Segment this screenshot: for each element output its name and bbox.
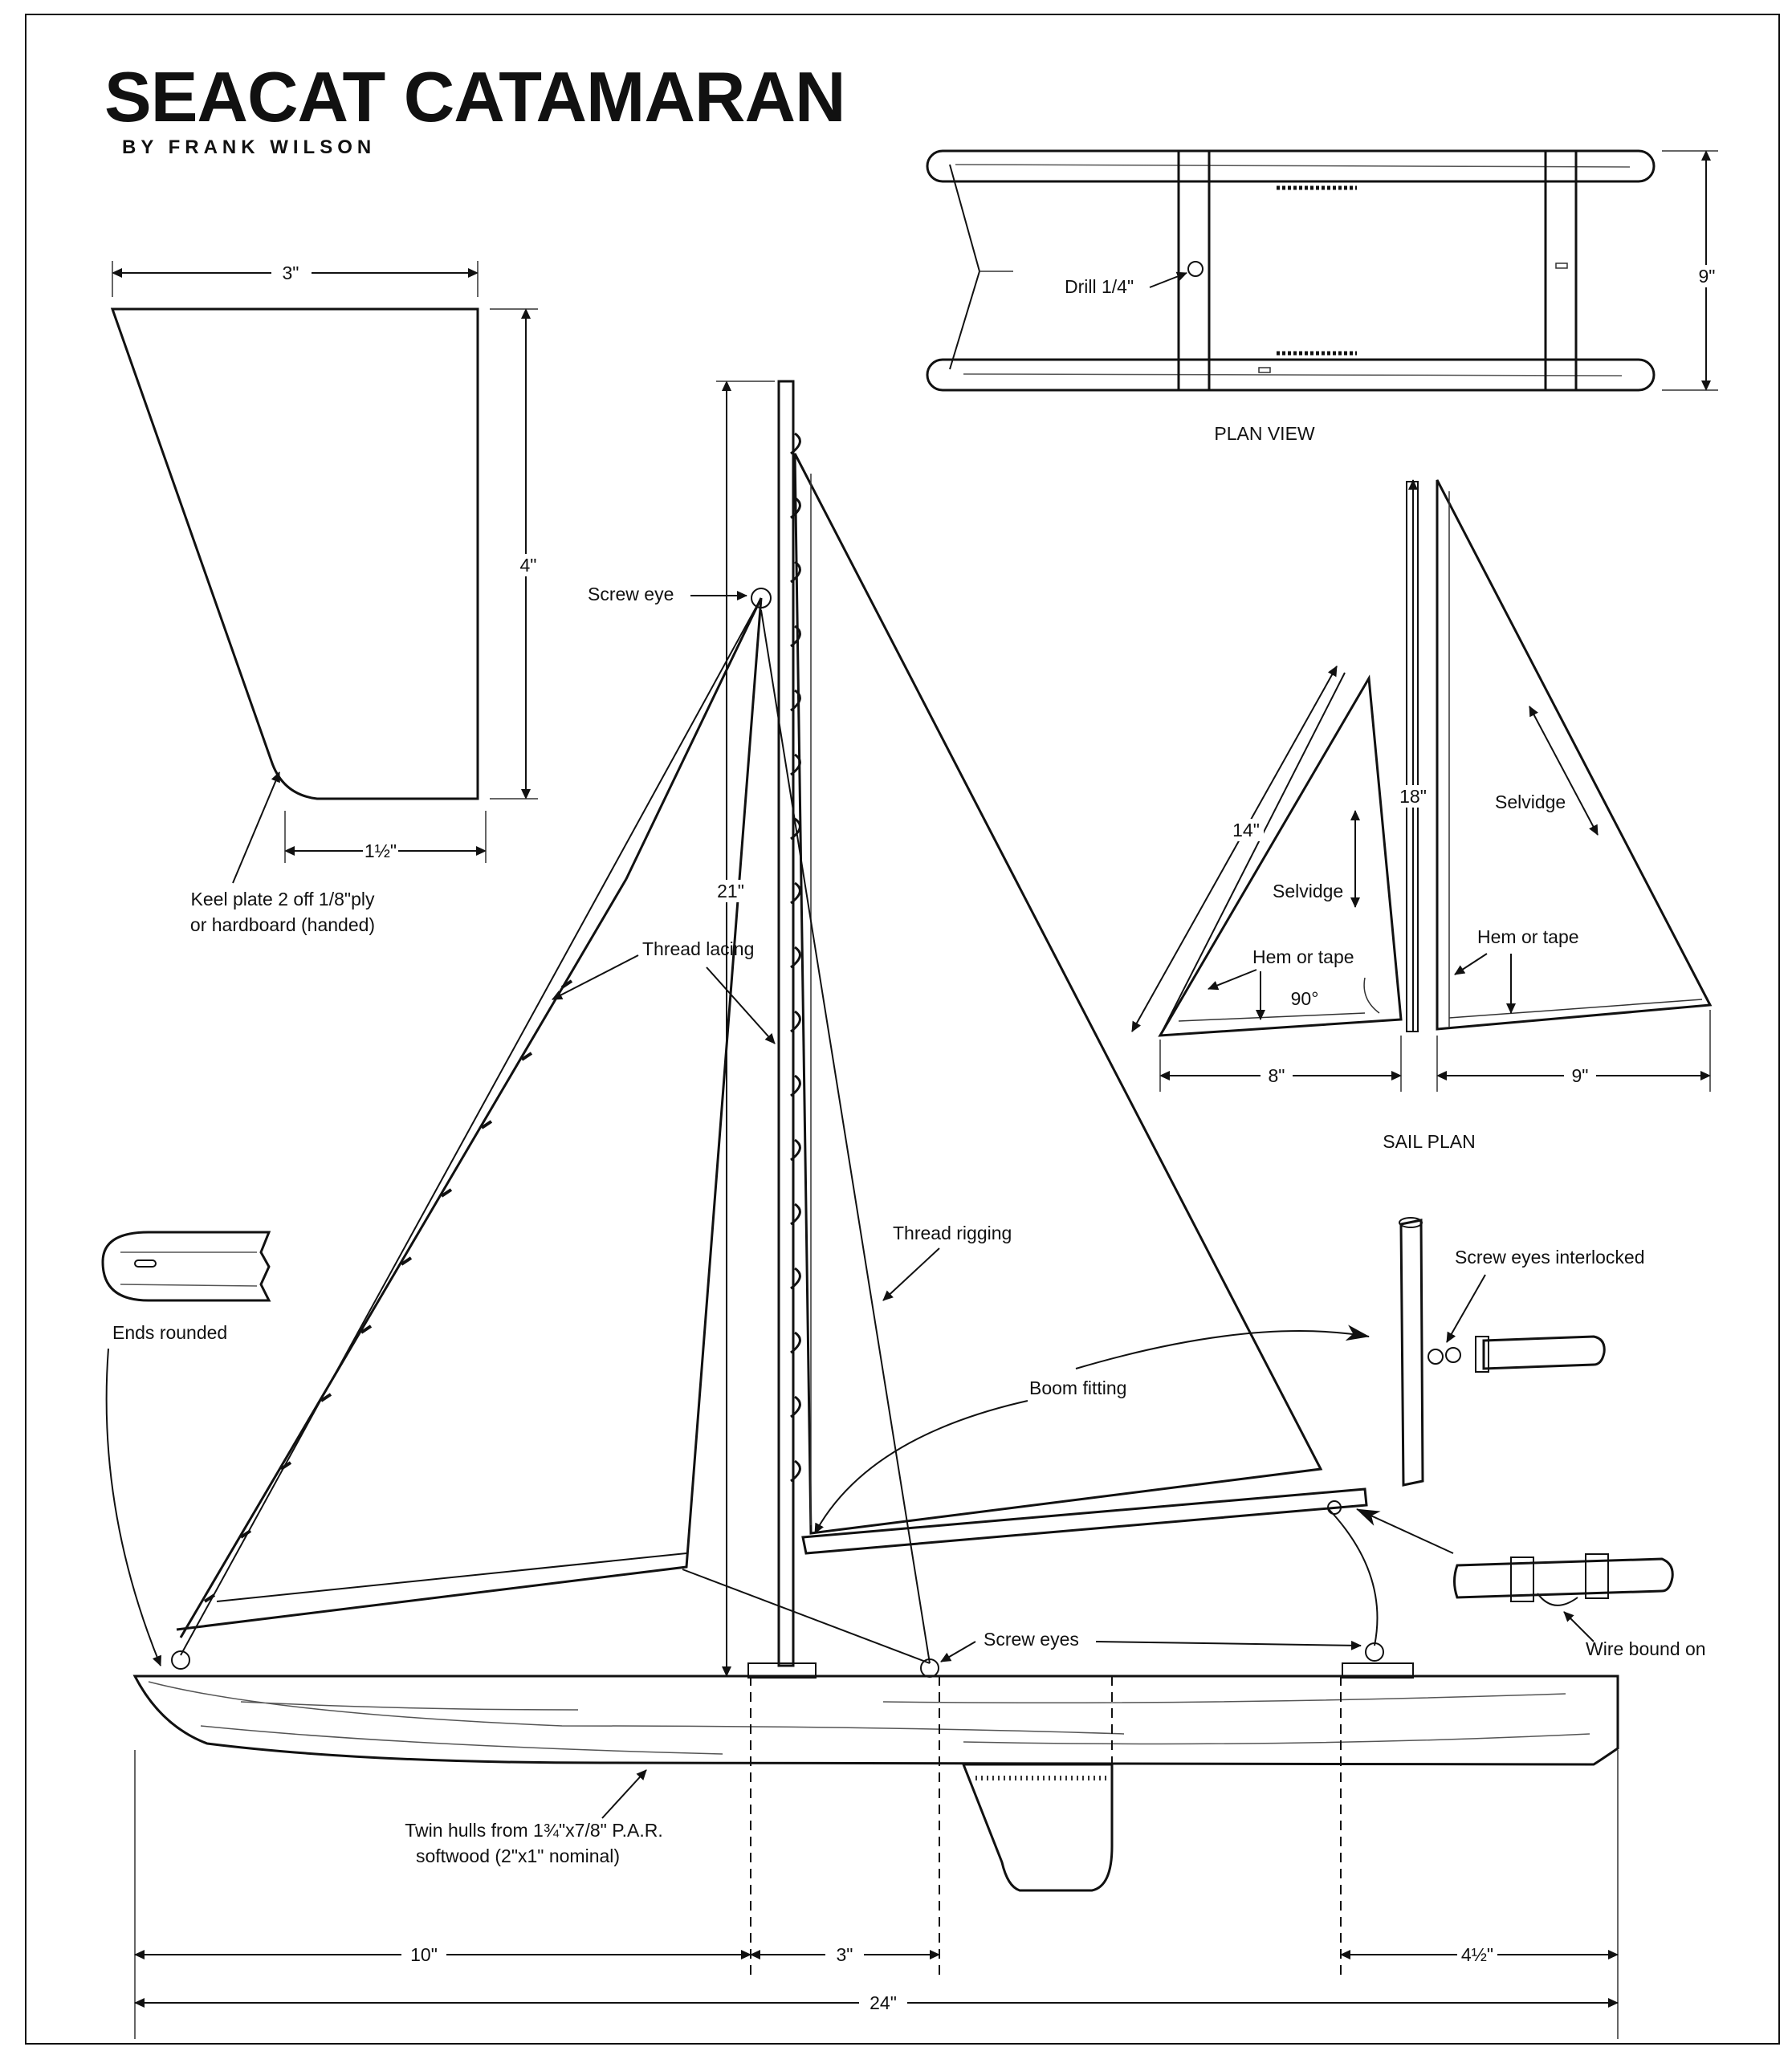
keel-plate-drawing: 3" 4" 1½" Keel plate 2 off 1/8"ply or ha… bbox=[110, 261, 543, 935]
rigging-line bbox=[760, 609, 931, 1664]
plan-crossbeam-forward bbox=[1177, 149, 1211, 392]
main-foot-dim-label: 9" bbox=[1572, 1065, 1589, 1086]
screw-eyes-interlocked-detail: Screw eyes interlocked bbox=[1399, 1217, 1645, 1487]
keel-plate-label-line2: or hardboard (handed) bbox=[190, 914, 375, 935]
main-hem-label: Hem or tape bbox=[1477, 926, 1579, 947]
thread-lacing-label: Thread lacing bbox=[642, 938, 754, 959]
hull-label-line2: softwood (2"x1" nominal) bbox=[416, 1845, 620, 1866]
keel-plate-label-line1: Keel plate 2 off 1/8"ply bbox=[191, 889, 375, 909]
deck-screw-eye-forward bbox=[920, 1658, 939, 1678]
plan-crossbeam-aft bbox=[1544, 149, 1578, 392]
sheet-border bbox=[25, 14, 1780, 2045]
jib-selvidge-label: Selvidge bbox=[1273, 881, 1343, 901]
detail-boom-end bbox=[1453, 1557, 1674, 1599]
angle-label: 90° bbox=[1291, 988, 1319, 1009]
boom-fitting-label: Boom fitting bbox=[1029, 1377, 1126, 1398]
page-title: SEACAT CATAMARAN bbox=[104, 57, 846, 136]
deck-screw-eye-aft bbox=[1365, 1642, 1384, 1662]
mast-keel-dim-label: 3" bbox=[837, 1944, 853, 1965]
sail-plan-drawing: 14" 18" 8" 9" Selvidge Selvidge Hem or t… bbox=[1131, 479, 1713, 1152]
main-selvidge-label: Selvidge bbox=[1495, 791, 1566, 812]
jib-hem-label: Hem or tape bbox=[1252, 946, 1354, 967]
screw-eye-label: Screw eye bbox=[588, 584, 674, 604]
jib-luff-dimension bbox=[1131, 665, 1338, 1032]
side-elevation-drawing: 21" Screw eye Thread lacing Thread riggi… bbox=[132, 380, 1619, 2039]
boom bbox=[801, 1487, 1368, 1555]
jib-foot-dim-label: 8" bbox=[1269, 1065, 1285, 1086]
jib-forestay bbox=[179, 597, 763, 1638]
sail-plan-title: SAIL PLAN bbox=[1383, 1131, 1475, 1152]
keel-bottom-dim-label: 1½" bbox=[365, 840, 397, 861]
thread-rigging-label: Thread rigging bbox=[893, 1223, 1012, 1243]
rounded-end-section bbox=[101, 1231, 271, 1302]
mast-screw-eye bbox=[751, 588, 772, 608]
mast bbox=[777, 380, 795, 1667]
jib-luff-dim-label: 14" bbox=[1232, 820, 1260, 840]
hull bbox=[132, 1675, 1619, 1766]
sail-mast-dim-label: 18" bbox=[1399, 786, 1427, 807]
plan-view-drawing: Drill 1/4" 9" PLAN VIEW bbox=[926, 149, 1721, 444]
keel-top-dim-label: 3" bbox=[283, 262, 299, 283]
bow-screw-eye bbox=[171, 1650, 190, 1670]
drill-label: Drill 1/4" bbox=[1065, 276, 1134, 297]
hull-label-line1: Twin hulls from 1¾"x7/8" P.A.R. bbox=[405, 1820, 662, 1841]
keel bbox=[961, 1763, 1114, 1892]
mainsail bbox=[793, 453, 1323, 1535]
bow-mast-dim-label: 10" bbox=[410, 1944, 438, 1965]
stern-dim-label: 4½" bbox=[1461, 1944, 1493, 1965]
plan-width-dim-label: 9" bbox=[1699, 266, 1716, 287]
ends-rounded-label: Ends rounded bbox=[112, 1322, 227, 1343]
mast-step-block bbox=[747, 1662, 817, 1679]
keel-height-dim-label: 4" bbox=[520, 555, 537, 576]
screw-eyes-label: Screw eyes bbox=[984, 1629, 1079, 1650]
detail-boom-section bbox=[1482, 1335, 1606, 1370]
wire-bound-detail: Wire bound on bbox=[1356, 1508, 1706, 1659]
main-mast-dim-label: 21" bbox=[717, 881, 744, 901]
wire-bound-label: Wire bound on bbox=[1586, 1638, 1706, 1659]
plan-view-title: PLAN VIEW bbox=[1214, 423, 1315, 444]
drill-hole bbox=[1187, 261, 1203, 277]
screw-eyes-interlocked-label: Screw eyes interlocked bbox=[1455, 1247, 1645, 1268]
keel-plate-outline bbox=[110, 307, 479, 800]
plan-bridle bbox=[949, 164, 981, 370]
aft-deck-block bbox=[1342, 1662, 1414, 1679]
author-byline: BY FRANK WILSON bbox=[122, 136, 377, 158]
overall-dim-label: 24" bbox=[870, 1992, 897, 2013]
ends-rounded-detail: Ends rounded bbox=[101, 1231, 271, 1666]
detail-mast-section bbox=[1399, 1219, 1424, 1487]
